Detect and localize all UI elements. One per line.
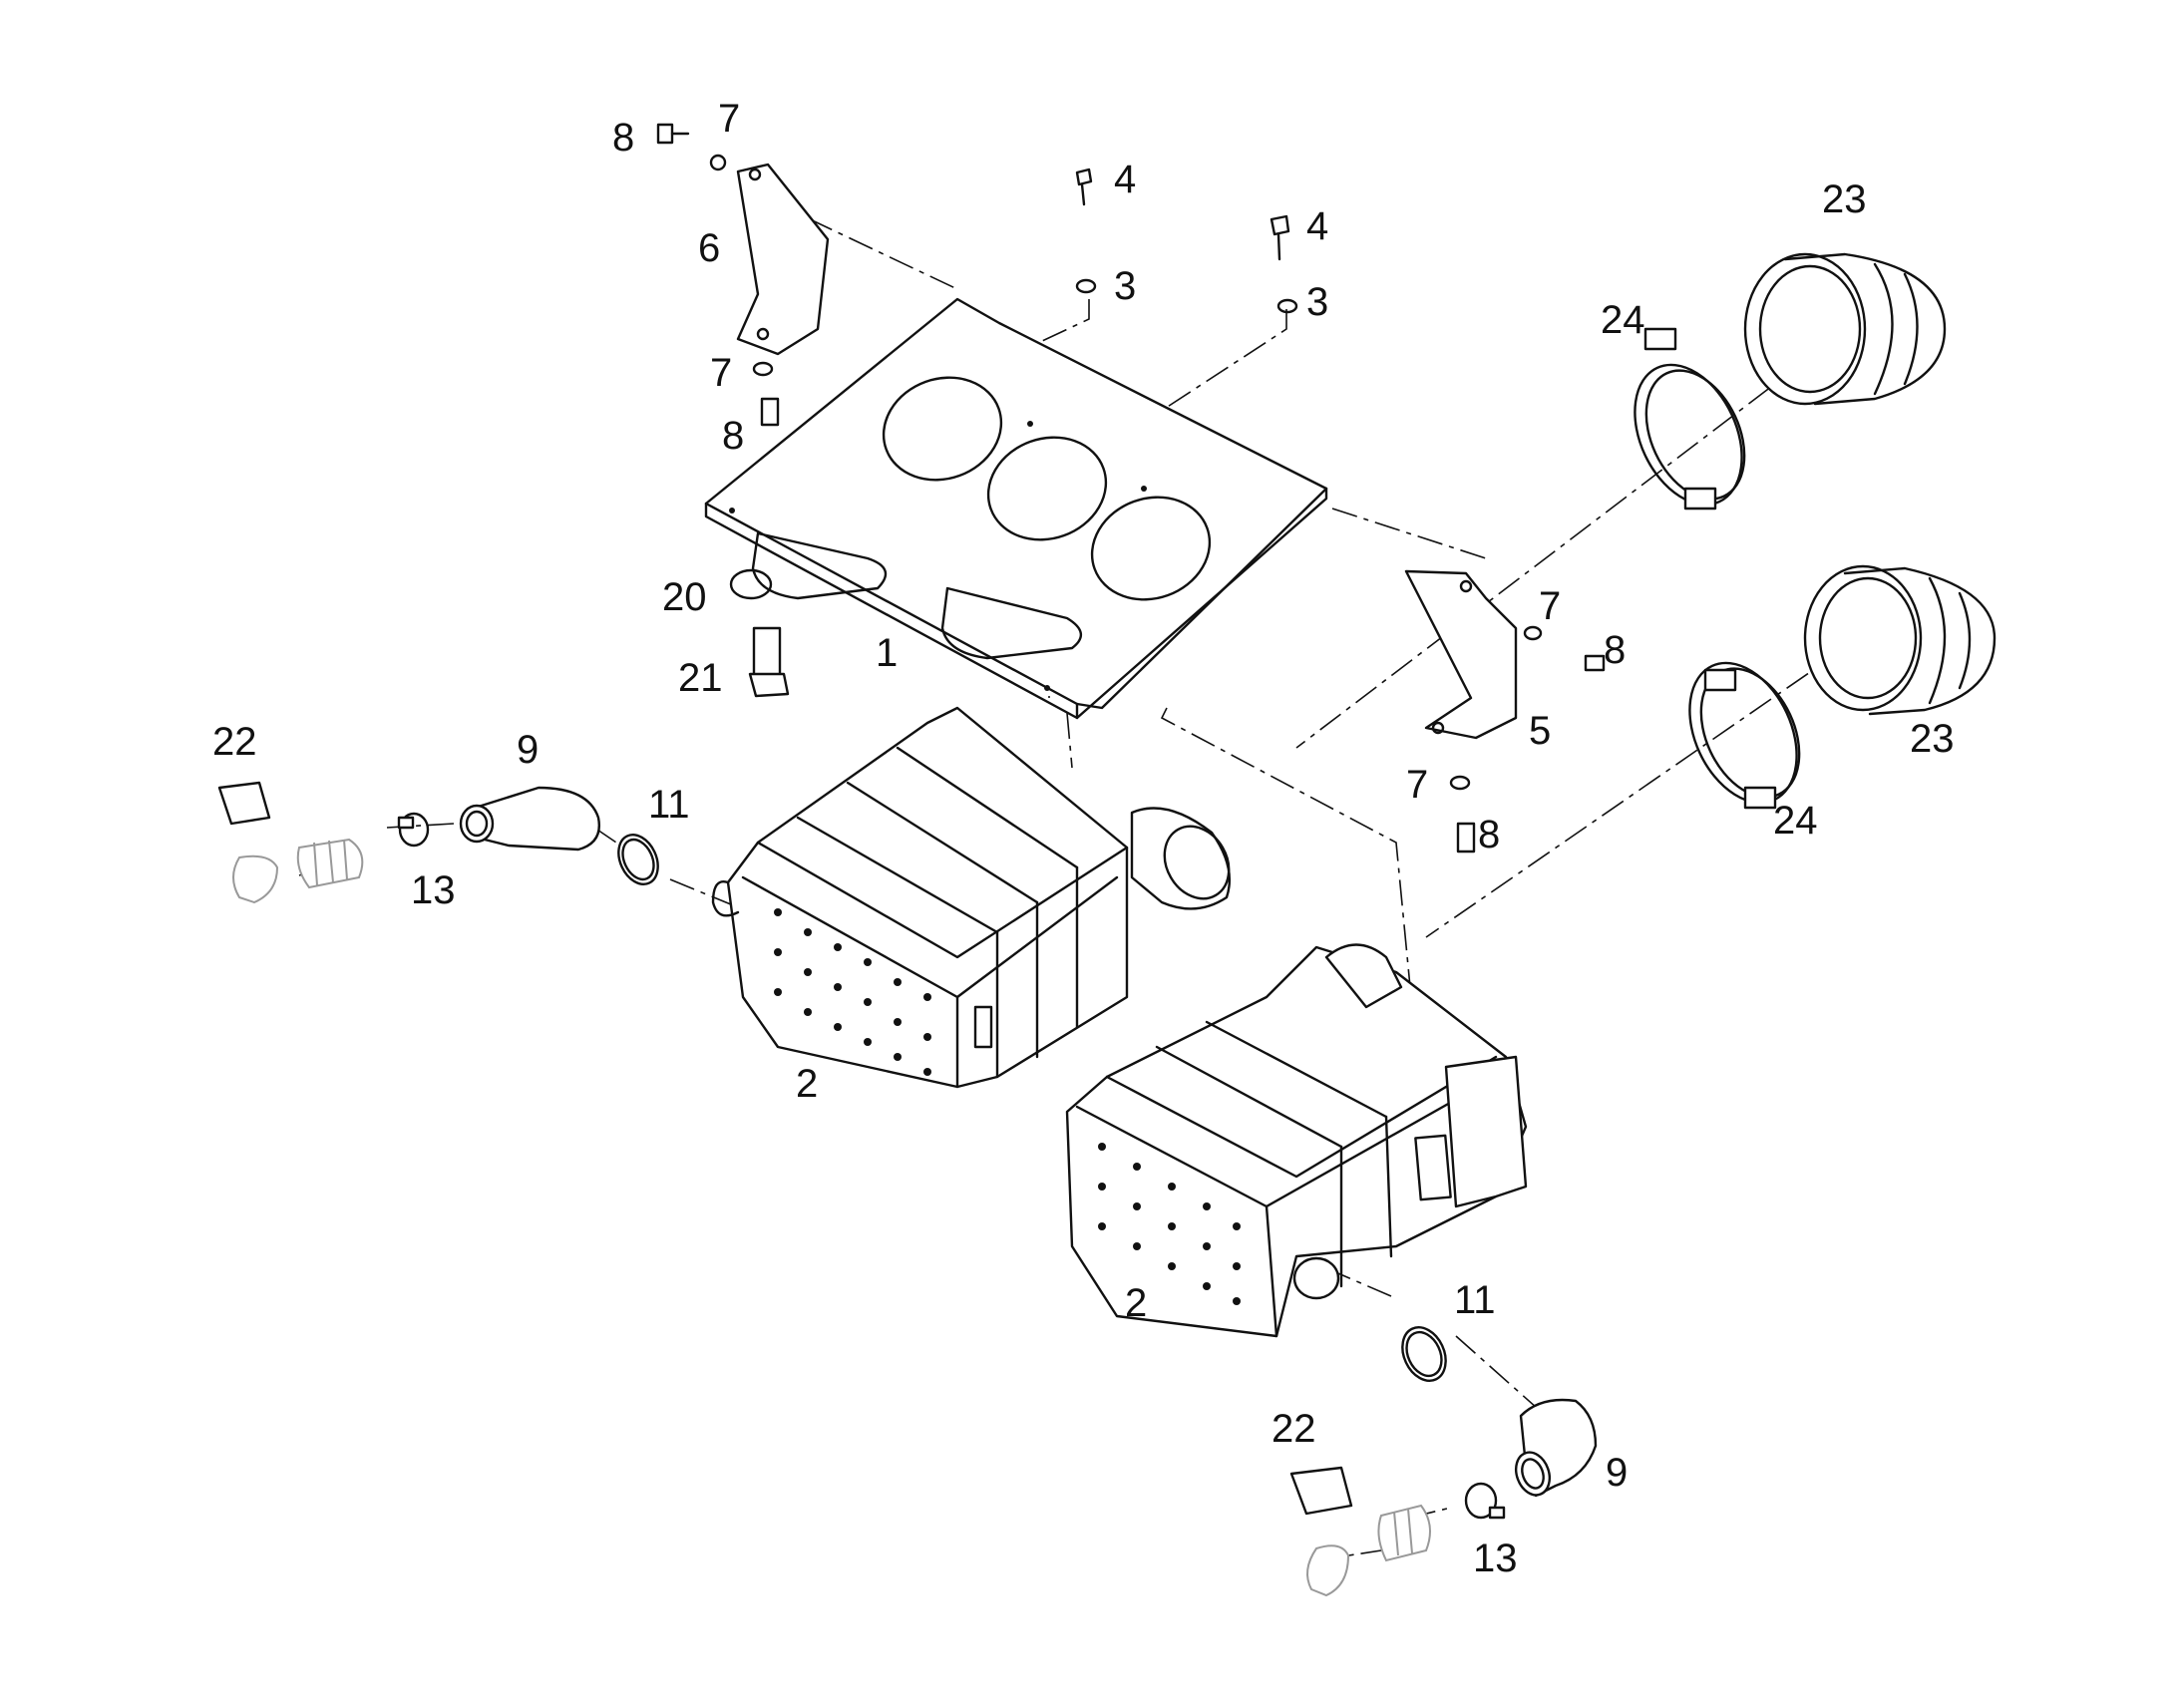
callout-13: 13 <box>411 868 456 912</box>
callout-5: 5 <box>1529 709 1551 753</box>
callout-4: 4 <box>1114 158 1136 201</box>
elbow-hose-9-right <box>1514 1398 1598 1498</box>
callout-3: 3 <box>1306 280 1328 324</box>
callout-21: 21 <box>678 656 723 700</box>
bracket-6 <box>736 163 830 356</box>
callout-8: 8 <box>722 414 744 458</box>
callout-11: 11 <box>648 783 690 827</box>
clamp-ring-11-left <box>617 834 659 885</box>
callout-11: 11 <box>1454 1278 1496 1322</box>
clamp-ring-11-right <box>1401 1326 1447 1382</box>
callout-8: 8 <box>1604 628 1626 672</box>
connector-22-left <box>217 781 364 904</box>
callout-6: 6 <box>698 226 720 270</box>
callout-7: 7 <box>710 351 732 395</box>
air-hose-upper <box>1743 252 1947 406</box>
clamp-lower <box>1688 661 1801 810</box>
air-hose-lower <box>1803 564 1997 716</box>
connector-22-right <box>1289 1466 1431 1597</box>
callout-24: 24 <box>1601 298 1645 342</box>
hose-clip-13-right <box>1464 1482 1506 1520</box>
callout-7: 7 <box>718 97 740 141</box>
callout-2: 2 <box>1125 1281 1147 1325</box>
fasteners <box>656 123 1606 854</box>
callout-7: 7 <box>1539 584 1561 628</box>
callout-8: 8 <box>612 116 634 160</box>
callout-23: 23 <box>1910 717 1955 761</box>
callout-7: 7 <box>1406 763 1428 807</box>
clamp-upper <box>1634 327 1746 511</box>
callout-1: 1 <box>876 631 898 675</box>
callout-8: 8 <box>1478 813 1500 856</box>
air-filter-housing-lower <box>1065 943 1528 1338</box>
air-filter-housing-upper <box>711 706 1231 1089</box>
bracket-5 <box>1404 569 1518 740</box>
callout-24: 24 <box>1773 799 1818 843</box>
callout-20: 20 <box>662 575 707 619</box>
callout-9: 9 <box>1606 1451 1628 1495</box>
callout-9: 9 <box>517 728 539 772</box>
callout-23: 23 <box>1822 177 1867 221</box>
callout-labels: 8 7 6 7 8 4 3 4 3 23 24 20 21 1 7 8 5 7 … <box>212 97 1955 1580</box>
hose-clip-13-left <box>397 812 430 848</box>
callout-2: 2 <box>796 1062 818 1106</box>
elbow-hose-9-left <box>459 786 600 852</box>
callout-3: 3 <box>1114 264 1136 308</box>
callout-13: 13 <box>1473 1537 1518 1580</box>
callout-22: 22 <box>1272 1407 1316 1451</box>
callout-22: 22 <box>212 720 257 764</box>
callout-4: 4 <box>1306 204 1328 248</box>
mounting-plate <box>704 297 1328 720</box>
